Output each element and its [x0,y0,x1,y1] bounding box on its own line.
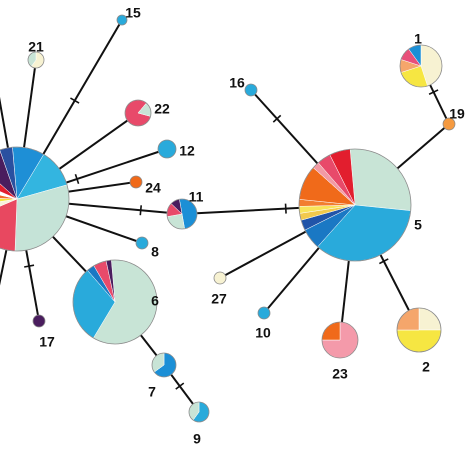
pie-slice [158,140,176,158]
node-label-17: 17 [39,334,55,350]
node-label-24: 24 [145,180,161,196]
node-label-16: 16 [229,75,245,91]
pie-slice [258,307,270,319]
node-label-7: 7 [148,384,156,400]
node-label-9: 9 [193,431,201,447]
pie-slice [0,198,18,252]
haplotype-node-n10 [257,306,271,320]
node-label-27: 27 [211,291,227,307]
pie-slice [349,148,412,211]
node-outline [27,51,45,69]
node-outline [257,306,271,320]
pie-slice [117,15,127,25]
mutation-tick [74,174,80,184]
node-label-12: 12 [179,143,195,159]
node-outline [188,401,210,423]
haplotype-node-n27 [213,271,227,285]
haplotype-node-n21 [27,51,45,69]
node-outline [244,83,258,97]
node-outline [298,148,412,262]
node-label-5: 5 [414,217,422,233]
pie-slice [0,198,18,207]
haplotype-node-n8 [135,236,149,250]
node-outline [0,146,70,252]
node-label-2: 2 [422,359,430,375]
pie-slice [0,198,18,202]
node-outline [399,44,443,88]
node-label-8: 8 [151,244,159,260]
mutation-tick [378,258,389,265]
node-outline [321,321,359,359]
haplotype-node-n7 [151,352,177,378]
node-label-6: 6 [151,293,159,309]
pie-slice [33,315,45,327]
node-label-1: 1 [414,31,422,47]
mutation-tick [70,97,80,104]
mutation-tick [428,89,439,95]
node-outline [32,314,46,328]
haplotype-node-n5 [298,148,412,262]
node-outline [442,117,456,131]
mutation-tick [24,264,35,268]
mutation-tick [175,382,185,390]
node-label-22: 22 [154,101,170,117]
pie-slice [443,118,455,130]
node-label-21: 21 [28,39,44,55]
node-outline [213,271,227,285]
haplotype-node-n1 [399,44,443,88]
mutation-tick [284,203,287,214]
node-label-11: 11 [189,189,204,205]
node-outline [129,175,143,189]
pie-slice [245,84,257,96]
pie-slice [136,237,148,249]
node-outline [135,236,149,250]
node-outline [151,352,177,378]
pie-slice [130,176,142,188]
haplotype-node-n17 [32,314,46,328]
haplotype-node-n22 [124,99,152,127]
haplotype-node-n19 [442,117,456,131]
haplotype-node-n11 [166,198,198,230]
node-outline [166,198,198,230]
pie-slice [214,272,226,284]
node-outline [396,307,442,353]
haplotype-node-n16 [244,83,258,97]
node-outline [116,14,128,26]
node-label-15: 15 [125,5,141,21]
node-outline [72,259,158,345]
pie-slice [396,329,442,353]
node-label-23: 23 [332,366,348,382]
haplotype-node-n9 [188,401,210,423]
node-label-19: 19 [449,106,465,122]
haplotype-node-hubL [0,146,70,252]
mutation-tick [272,114,282,123]
node-outline [124,99,152,127]
haplotype-node-n6 [72,259,158,345]
network-nodes [0,14,456,423]
mutation-tick [139,205,142,216]
pie-slice [0,183,18,200]
haplotype-node-n24 [129,175,143,189]
node-outline [157,139,177,159]
haplotype-node-n15 [116,14,128,26]
haplotype-node-n23 [321,321,359,359]
pie-slice [0,149,18,200]
node-label-10: 10 [255,325,271,341]
haplotype-node-n2 [396,307,442,353]
haplotype-node-n12 [157,139,177,159]
